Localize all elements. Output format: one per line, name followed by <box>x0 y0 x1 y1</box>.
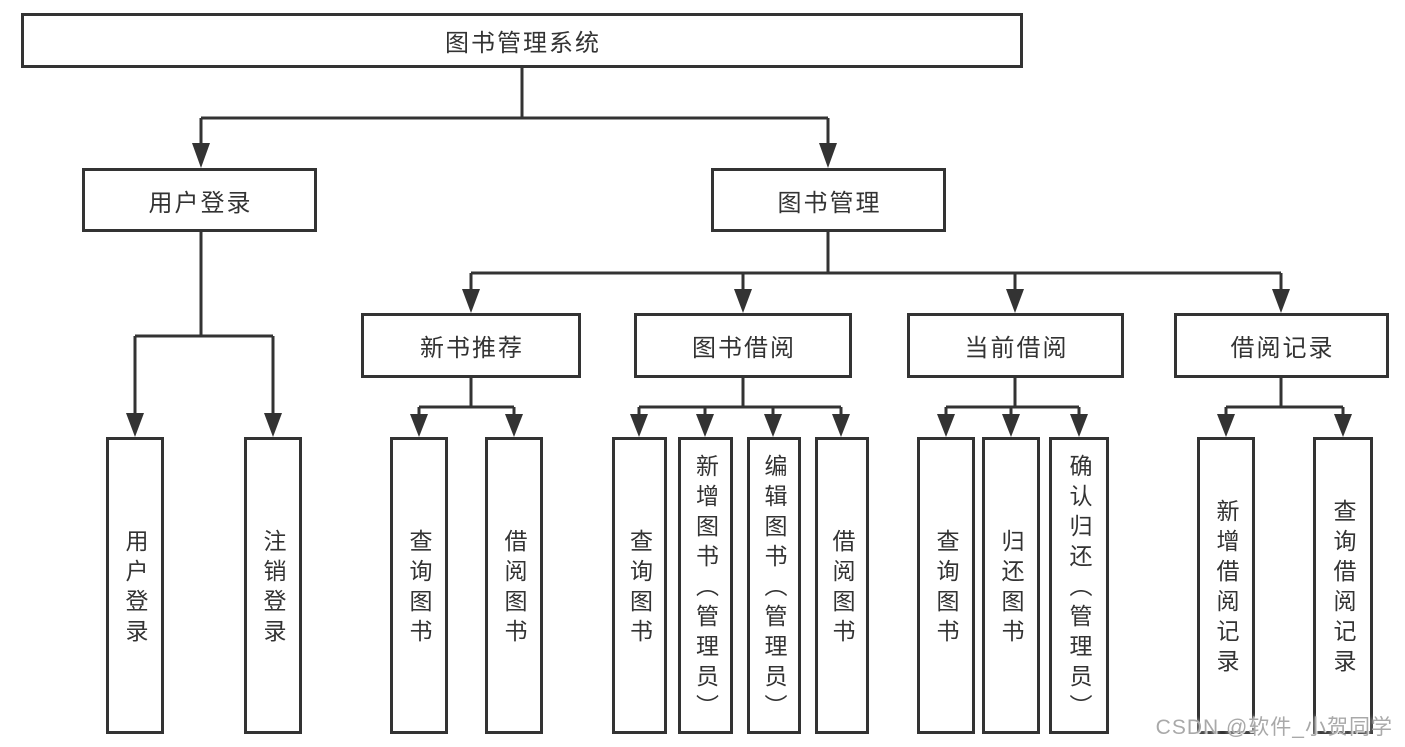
arrowhead-leaf <box>832 414 850 437</box>
csdn-watermark: CSDN @软件_小贺同学 <box>1155 716 1393 739</box>
arrowhead-current-borrow <box>1006 289 1024 313</box>
node-label: 查询图书 <box>933 529 959 649</box>
leaf-add-borrow-record: 新增借阅记录 <box>1197 437 1255 734</box>
leaf-query-borrow-record: 查询借阅记录 <box>1313 437 1373 734</box>
arrowhead-leaf <box>1334 414 1352 437</box>
leaf-query-books-borrow: 查询图书 <box>612 437 667 734</box>
arrowhead-leaf <box>764 414 782 437</box>
leaf-logout: 注销登录 <box>244 437 302 734</box>
leaf-confirm-return-admin: 确认归还（管理员） <box>1049 437 1109 734</box>
arrowhead-leaf <box>630 414 648 437</box>
node-book-borrowing: 图书借阅 <box>634 313 852 378</box>
node-current-borrowing: 当前借阅 <box>907 313 1124 378</box>
node-new-book-recommend: 新书推荐 <box>361 313 581 378</box>
node-label: 新书推荐 <box>420 335 524 362</box>
node-label: 图书管理 <box>777 189 882 217</box>
arrowhead-leaf <box>410 414 428 437</box>
node-borrowing-records: 借阅记录 <box>1174 313 1389 378</box>
node-label: 查询图书 <box>626 529 653 649</box>
arrowhead-leaf <box>696 414 714 437</box>
leaf-borrow-books-2: 借阅图书 <box>815 437 869 734</box>
node-label: 借阅图书 <box>501 529 527 649</box>
node-label: 借阅记录 <box>1230 335 1335 362</box>
node-label: 用户登录 <box>122 529 148 649</box>
arrowhead-leaf-logout <box>264 413 282 437</box>
leaf-query-books-current: 查询图书 <box>917 437 975 734</box>
node-label: 借阅图书 <box>829 529 855 649</box>
leaf-edit-book-admin: 编辑图书（管理员） <box>747 437 801 734</box>
node-label: 确认归还（管理员） <box>1066 454 1092 724</box>
node-label: 新增借阅记录 <box>1213 499 1239 679</box>
leaf-query-books-recommend: 查询图书 <box>390 437 448 734</box>
arrowhead-book-mgmt <box>819 143 837 168</box>
leaf-add-book-admin: 新增图书（管理员） <box>678 437 733 734</box>
leaf-borrow-books-recommend: 借阅图书 <box>485 437 543 734</box>
arrowhead-borrow-record <box>1272 289 1290 313</box>
arrowhead-leaf <box>1002 414 1020 437</box>
node-library-system: 图书管理系统 <box>21 13 1023 68</box>
node-label: 当前借阅 <box>964 335 1069 362</box>
node-label: 新增图书（管理员） <box>692 454 719 724</box>
arrowhead-leaf <box>1217 414 1235 437</box>
arrowhead-user-login <box>192 143 210 168</box>
node-user-login: 用户登录 <box>82 168 317 232</box>
arrowhead-leaf <box>505 414 523 437</box>
node-label: 查询图书 <box>406 529 432 649</box>
leaf-return-book: 归还图书 <box>982 437 1040 734</box>
node-book-management: 图书管理 <box>711 168 946 232</box>
node-label: 注销登录 <box>260 529 286 649</box>
arrowhead-leaf-user-login <box>126 413 144 437</box>
arrowhead-leaf <box>1070 414 1088 437</box>
arrowhead-book-borrow <box>734 289 752 313</box>
arrowhead-leaf <box>937 414 955 437</box>
leaf-user-login: 用户登录 <box>106 437 164 734</box>
node-label: 图书借阅 <box>692 335 796 362</box>
node-label: 编辑图书（管理员） <box>761 454 787 724</box>
arrowhead-new-book-rec <box>462 289 480 313</box>
node-label: 图书管理系统 <box>445 30 601 57</box>
node-label: 归还图书 <box>998 529 1024 649</box>
node-label: 查询借阅记录 <box>1330 499 1356 679</box>
node-label: 用户登录 <box>148 189 253 217</box>
